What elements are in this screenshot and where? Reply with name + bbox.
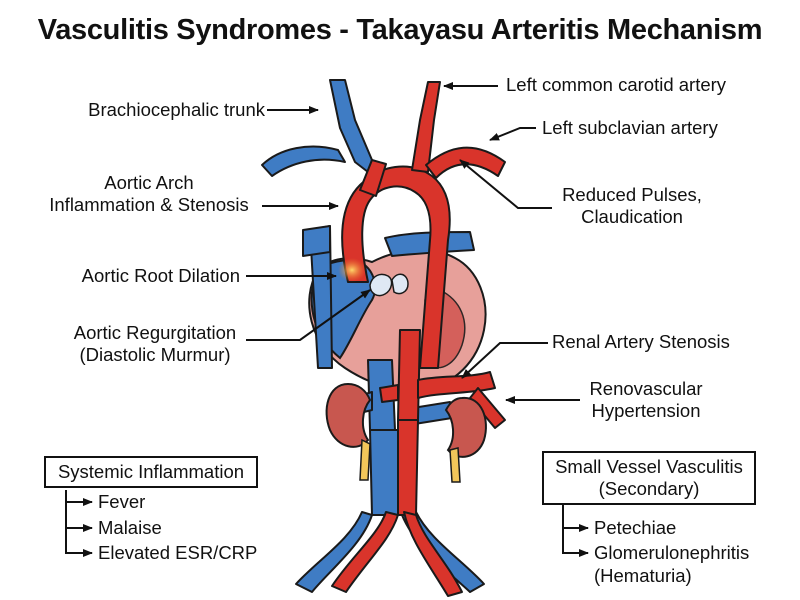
small-vessel-item-glomerulonephritis: Glomerulonephritis	[594, 542, 750, 563]
label-aortic-arch: Aortic Arch Inflammation & Stenosis	[40, 172, 258, 216]
systemic-item-malaise: Malaise	[98, 517, 162, 538]
label-reduced-pulses: Reduced Pulses, Claudication	[552, 184, 712, 228]
label-aortic-arch-line2: Inflammation & Stenosis	[49, 194, 249, 215]
arterial-system	[331, 81, 506, 597]
inflammation-spot	[338, 258, 366, 282]
label-aortic-arch-line1: Aortic Arch	[104, 172, 194, 193]
small-vessel-item-hematuria: (Hematuria)	[594, 565, 692, 586]
systemic-item-esr-crp: Elevated ESR/CRP	[98, 542, 258, 563]
small-vessel-item-petechiae: Petechiae	[594, 517, 677, 538]
systemic-inflammation-box: Systemic Inflammation	[44, 456, 258, 488]
label-renovascular-line2: Hypertension	[591, 400, 701, 421]
label-aortic-root-dilation: Aortic Root Dilation	[81, 265, 240, 286]
label-reduced-pulses-line2: Claudication	[581, 206, 683, 227]
label-brachiocephalic-trunk: Brachiocephalic trunk	[88, 99, 265, 120]
aortic-valve	[369, 273, 409, 297]
label-renovascular-line1: Renovascular	[589, 378, 703, 399]
arrow-esr-crp	[65, 528, 93, 557]
label-left-subclavian: Left subclavian artery	[542, 117, 718, 138]
label-renovascular-hypertension: Renovascular Hypertension	[580, 378, 712, 422]
diagram-title: Vasculitis Syndromes - Takayasu Arteriti…	[37, 14, 763, 46]
arrow-fever	[65, 490, 93, 506]
arrow-left-subclavian	[489, 127, 536, 141]
arrow-malaise	[65, 502, 93, 532]
label-aortic-regurgitation: Aortic Regurgitation (Diastolic Murmur)	[66, 322, 244, 366]
arrow-reduced-pulses	[459, 159, 552, 209]
systemic-item-fever: Fever	[98, 491, 146, 512]
small-vessel-vasculitis-box: Small Vessel Vasculitis (Secondary)	[542, 451, 756, 505]
arrow-petechiae	[562, 503, 589, 532]
label-reduced-pulses-line1: Reduced Pulses,	[562, 184, 702, 205]
small-vessel-heading-line1: Small Vessel Vasculitis	[555, 456, 743, 477]
arrow-regurgitation	[246, 289, 371, 341]
label-renal-artery-stenosis: Renal Artery Stenosis	[552, 331, 730, 352]
small-vessel-heading-line2: (Secondary)	[598, 478, 700, 499]
callout-arrows	[65, 82, 589, 557]
label-aortic-regurgitation-line2: (Diastolic Murmur)	[79, 344, 231, 365]
left-kidney	[325, 382, 372, 481]
arrow-renal-stenosis	[461, 342, 548, 379]
label-left-common-carotid: Left common carotid artery	[506, 74, 727, 95]
label-aortic-regurgitation-line1: Aortic Regurgitation	[73, 322, 237, 343]
systemic-inflammation-heading: Systemic Inflammation	[57, 461, 245, 482]
right-kidney	[444, 396, 487, 483]
arrow-glomerulonephritis	[562, 528, 589, 557]
heart	[308, 248, 487, 392]
